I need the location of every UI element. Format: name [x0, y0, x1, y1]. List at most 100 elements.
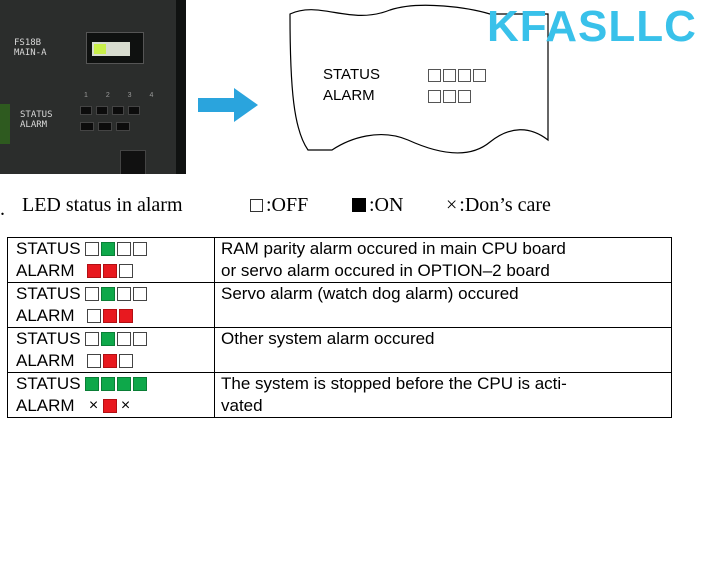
- paper-outline: [289, 4, 549, 154]
- status-row: STATUS: [16, 283, 208, 305]
- box-off-icon: [250, 198, 263, 212]
- led-on-green-icon: [100, 242, 115, 256]
- led-on-green-icon: [84, 377, 99, 391]
- status-leds: [84, 332, 147, 346]
- led-off-icon: [84, 332, 99, 346]
- cross-icon: ×: [446, 194, 458, 216]
- led-off-icon: [132, 332, 147, 346]
- dont-care-icon: ×: [120, 397, 131, 414]
- description-line: vated: [221, 396, 263, 415]
- description-cell: Servo alarm (watch dog alarm) occured: [214, 282, 672, 328]
- led-off-icon: [84, 287, 99, 301]
- sketch-alarm-boxes: [428, 90, 471, 103]
- sketch-status-label: STATUS: [323, 66, 380, 83]
- led-icon: [128, 106, 140, 115]
- alarm-leds: ××: [87, 397, 133, 414]
- table-row: STATUS ALARM Servo alarm (watch dog alarm)…: [7, 282, 672, 328]
- box-off-icon: [458, 90, 471, 103]
- alarm-row: ALARM××: [16, 395, 208, 417]
- alarm-leds: [86, 354, 133, 368]
- right-arrow-icon: [198, 88, 258, 122]
- led-on-red-icon: [86, 264, 101, 278]
- legend-dont-care-label: :Don’s care: [459, 194, 551, 216]
- led-off-icon: [86, 309, 101, 323]
- led-on-green-icon: [132, 377, 147, 391]
- description-cell: Other system alarm occured: [214, 327, 672, 373]
- led-off-icon: [118, 354, 133, 368]
- status-leds: [84, 242, 147, 256]
- led-icon: [96, 106, 108, 115]
- led-pattern-cell: STATUS ALARM: [7, 237, 215, 283]
- alarm-label: ALARM: [16, 396, 75, 415]
- led-numbers: 1 2 3 4: [84, 92, 162, 99]
- led-on-green-icon: [100, 377, 115, 391]
- alarm-table: STATUS ALARM RAM parity alarm occured in m…: [7, 237, 672, 418]
- status-row: STATUS: [16, 328, 208, 350]
- alarm-leds: [86, 309, 133, 323]
- alarm-led-row: [80, 122, 140, 131]
- status-label: STATUS: [16, 374, 81, 393]
- box-off-icon: [428, 69, 441, 82]
- alarm-table-body: STATUS ALARM RAM parity alarm occured in m…: [7, 237, 672, 418]
- description-cell: RAM parity alarm occured in main CPU boa…: [214, 237, 672, 283]
- alarm-label: ALARM: [16, 261, 75, 280]
- led-on-green-icon: [116, 377, 131, 391]
- description-cell: The system is stopped before the CPU is …: [214, 372, 672, 418]
- led-off-icon: [86, 354, 101, 368]
- panel-edge: [176, 0, 186, 174]
- alarm-row: ALARM: [16, 305, 208, 327]
- led-off-icon: [116, 242, 131, 256]
- connector-strip: [0, 104, 10, 144]
- description-line: Servo alarm (watch dog alarm) occured: [221, 284, 519, 303]
- led-on-red-icon: [102, 309, 117, 323]
- connector-port: [120, 150, 146, 174]
- legend-bullet: .: [0, 198, 5, 220]
- description-line: RAM parity alarm occured in main CPU boa…: [221, 239, 566, 258]
- dont-care-icon: ×: [88, 397, 99, 414]
- box-off-icon: [428, 90, 441, 103]
- alarm-label: ALARM: [16, 306, 75, 325]
- led-off-icon: [118, 264, 133, 278]
- box-on-icon: [352, 198, 366, 212]
- led-on-red-icon: [102, 399, 117, 413]
- led-off-icon: [132, 287, 147, 301]
- legend-on-label: :ON: [369, 194, 404, 216]
- description-line: The system is stopped before the CPU is …: [221, 374, 567, 393]
- status-label: STATUS: [16, 329, 81, 348]
- led-off-icon: [116, 287, 131, 301]
- led-on-green-icon: [100, 287, 115, 301]
- alarm-row: ALARM: [16, 260, 208, 282]
- sketch-status-boxes: [428, 69, 486, 82]
- led-diagram: STATUS ALARM: [280, 0, 700, 160]
- module-label: FS18B MAIN-A: [14, 38, 47, 58]
- alarm-leds: [86, 264, 133, 278]
- led-on-red-icon: [102, 264, 117, 278]
- led-icon: [98, 122, 112, 131]
- table-row: STATUS ALARM RAM parity alarm occured in m…: [7, 237, 672, 283]
- led-off-icon: [132, 242, 147, 256]
- legend: . LED status in alarm :OFF :ON ×:Don’s c…: [0, 192, 713, 220]
- status-label: STATUS: [16, 239, 81, 258]
- led-array: [80, 106, 140, 138]
- led-on-red-icon: [118, 309, 133, 323]
- led-on-green-icon: [100, 332, 115, 346]
- led-pattern-cell: STATUS ALARM: [7, 282, 215, 328]
- status-leds: [84, 377, 147, 391]
- led-icon: [116, 122, 130, 131]
- led-on-red-icon: [102, 354, 117, 368]
- status-leds: [84, 287, 147, 301]
- box-off-icon: [473, 69, 486, 82]
- box-off-icon: [443, 90, 456, 103]
- status-label: STATUS: [16, 284, 81, 303]
- status-row: STATUS: [16, 238, 208, 260]
- status-led-row: [80, 106, 140, 115]
- led-icon: [80, 122, 94, 131]
- led-icon: [80, 106, 92, 115]
- status-row: STATUS: [16, 373, 208, 395]
- led-off-icon: [84, 242, 99, 256]
- box-off-icon: [443, 69, 456, 82]
- sketch-alarm-label: ALARM: [323, 87, 375, 104]
